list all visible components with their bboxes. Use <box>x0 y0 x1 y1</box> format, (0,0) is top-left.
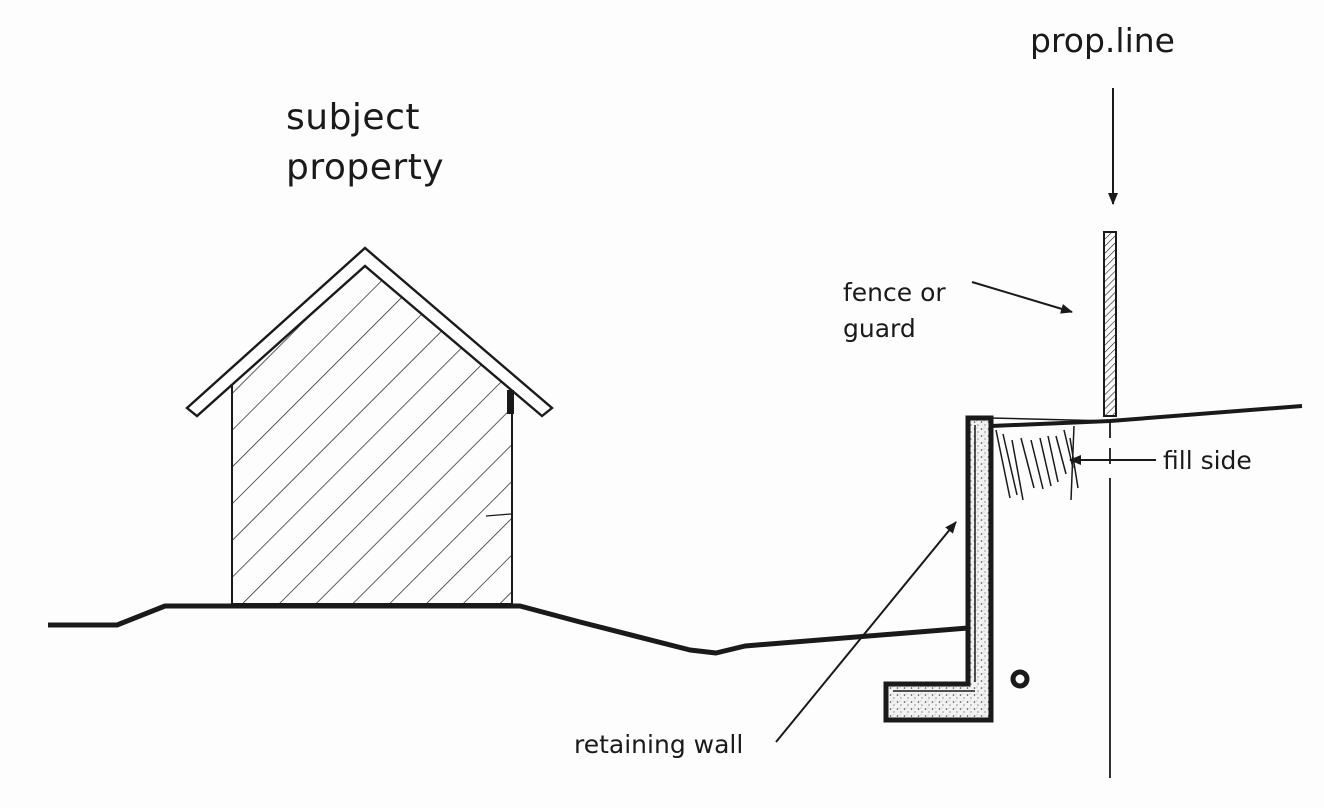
fence-guard-label-line2: guard <box>843 314 916 343</box>
prop-line-label: prop.line <box>1030 21 1175 60</box>
fill-grade-line <box>990 404 1303 428</box>
fence-guard <box>1103 231 1117 417</box>
fence-arrow <box>971 281 1073 314</box>
house-body <box>232 262 512 604</box>
house <box>185 246 554 605</box>
ground-line <box>48 603 969 656</box>
fill-hatching <box>995 425 1079 501</box>
house-roof <box>185 246 554 418</box>
subject-property-label-line2: property <box>286 147 445 188</box>
retaining-wall-label: retaining wall <box>574 730 744 759</box>
fence-guard-label-line1: fence or <box>843 278 946 307</box>
retaining-wall <box>883 415 994 723</box>
downspout <box>507 390 514 414</box>
fill-side-label: fill side <box>1163 446 1252 475</box>
retaining-wall-arrow <box>775 521 957 743</box>
drain-pipe <box>1010 669 1030 689</box>
subject-property-label-line1: subject <box>286 97 420 138</box>
